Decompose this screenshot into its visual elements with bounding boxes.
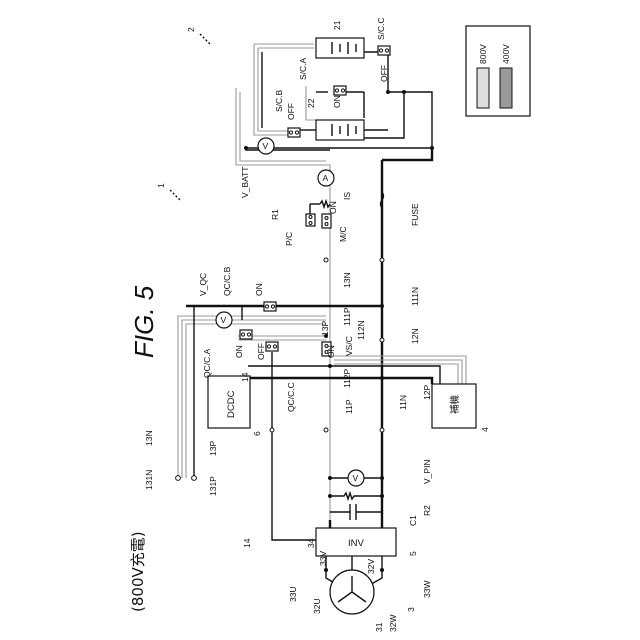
label-14b: 14: [242, 538, 252, 548]
label-is: IS: [342, 192, 352, 200]
label-on-qcb: ON: [254, 283, 264, 296]
label-33u: 33U: [288, 586, 298, 602]
label-22: 22: [306, 98, 316, 108]
label-131n: 131N: [144, 470, 154, 490]
label-on-mc: ON: [328, 201, 338, 214]
label-5: 5: [408, 551, 418, 556]
label-r1: R1: [270, 209, 280, 220]
label-on-a: ON: [332, 95, 342, 108]
label-112p: 112P: [342, 368, 352, 388]
label-vs-c: VS/C: [344, 336, 354, 356]
label-p-c: P/C: [284, 232, 294, 246]
battery-section: V A: [236, 38, 434, 540]
label-off-qcc: OFF: [256, 343, 266, 360]
label-sc-b: S/C.B: [274, 89, 284, 112]
label-112n: 112N: [356, 320, 366, 340]
label-v-qc: V_QC: [198, 273, 208, 296]
label-off-c: OFF: [379, 65, 389, 82]
label-fuse: FUSE: [410, 203, 420, 226]
label-21: 21: [332, 20, 342, 30]
label-34: 34: [306, 538, 316, 548]
label-131p: 131P: [208, 476, 218, 496]
label-c1: C1: [408, 515, 418, 526]
label-14a: 14: [240, 372, 250, 382]
label-13p: 13P: [320, 321, 330, 336]
legend-label-800v: 800V: [478, 44, 488, 64]
ammeter-is-symbol: A: [323, 173, 329, 183]
label-33w: 33W: [422, 581, 432, 598]
label-sc-c: S/C.C: [376, 17, 386, 40]
label-qc-c-c: QC/C.C: [286, 382, 296, 412]
label-32v: 32V: [366, 559, 376, 574]
label-m-c: M/C: [338, 226, 348, 242]
label-31: 31: [374, 622, 384, 632]
label-qc-c-a: QC/C.A: [202, 348, 212, 378]
capacitor-c1: [350, 504, 356, 520]
ref-2: 2: [186, 27, 196, 32]
label-qc-c-b: QC/C.B: [222, 266, 232, 296]
label-13p-left: 13P: [208, 441, 218, 456]
voltmeter-v-qc-symbol: V: [221, 315, 227, 325]
label-32u: 32U: [312, 598, 322, 614]
label-12p: 12P: [422, 385, 432, 400]
label-33v: 33V: [318, 551, 328, 566]
label-11p: 11P: [344, 399, 354, 414]
charge-inlet-131p: [192, 476, 197, 481]
label-on-vs: ON: [326, 345, 336, 358]
dcdc-label: DCDC: [226, 390, 237, 418]
label-3: 3: [406, 607, 416, 612]
label-111p: 111P: [342, 307, 352, 326]
label-4: 4: [480, 427, 490, 432]
label-11n: 11N: [398, 395, 408, 410]
label-111n: 111N: [410, 287, 420, 306]
inverter-label: INV: [348, 538, 365, 549]
label-on-qca: ON: [234, 345, 244, 358]
charge-inlet-131n: [176, 476, 181, 481]
label-12n: 12N: [410, 328, 420, 344]
label-13n-left: 13N: [144, 430, 154, 446]
label-6: 6: [252, 431, 262, 436]
label-sc-a: S/C.A: [298, 57, 308, 80]
figure-title: FIG. 5: [129, 285, 159, 358]
voltmeter-v-batt-symbol: V: [263, 141, 269, 151]
legend-label-400v: 400V: [501, 44, 511, 64]
label-13n-top: 13N: [342, 272, 352, 288]
label-v-pin: V_PIN: [422, 459, 432, 484]
label-off-b: OFF: [286, 103, 296, 120]
figure-caption: (800V充電): [129, 531, 147, 612]
label-r2: R2: [422, 505, 432, 516]
voltage-legend: 800V 400V: [466, 26, 530, 116]
voltmeter-v-pin-symbol: V: [353, 473, 359, 483]
legend-swatch-400v: [500, 68, 512, 108]
label-32w: 32W: [388, 615, 398, 632]
label-v-batt: V_BATT: [240, 167, 250, 199]
inverter-motor-section: V INV: [316, 470, 396, 614]
auxiliary-load-label: 補機: [449, 394, 461, 414]
legend-swatch-800v: [477, 68, 489, 108]
resistor-r2: [330, 493, 382, 499]
ref-1: 1: [156, 183, 166, 188]
